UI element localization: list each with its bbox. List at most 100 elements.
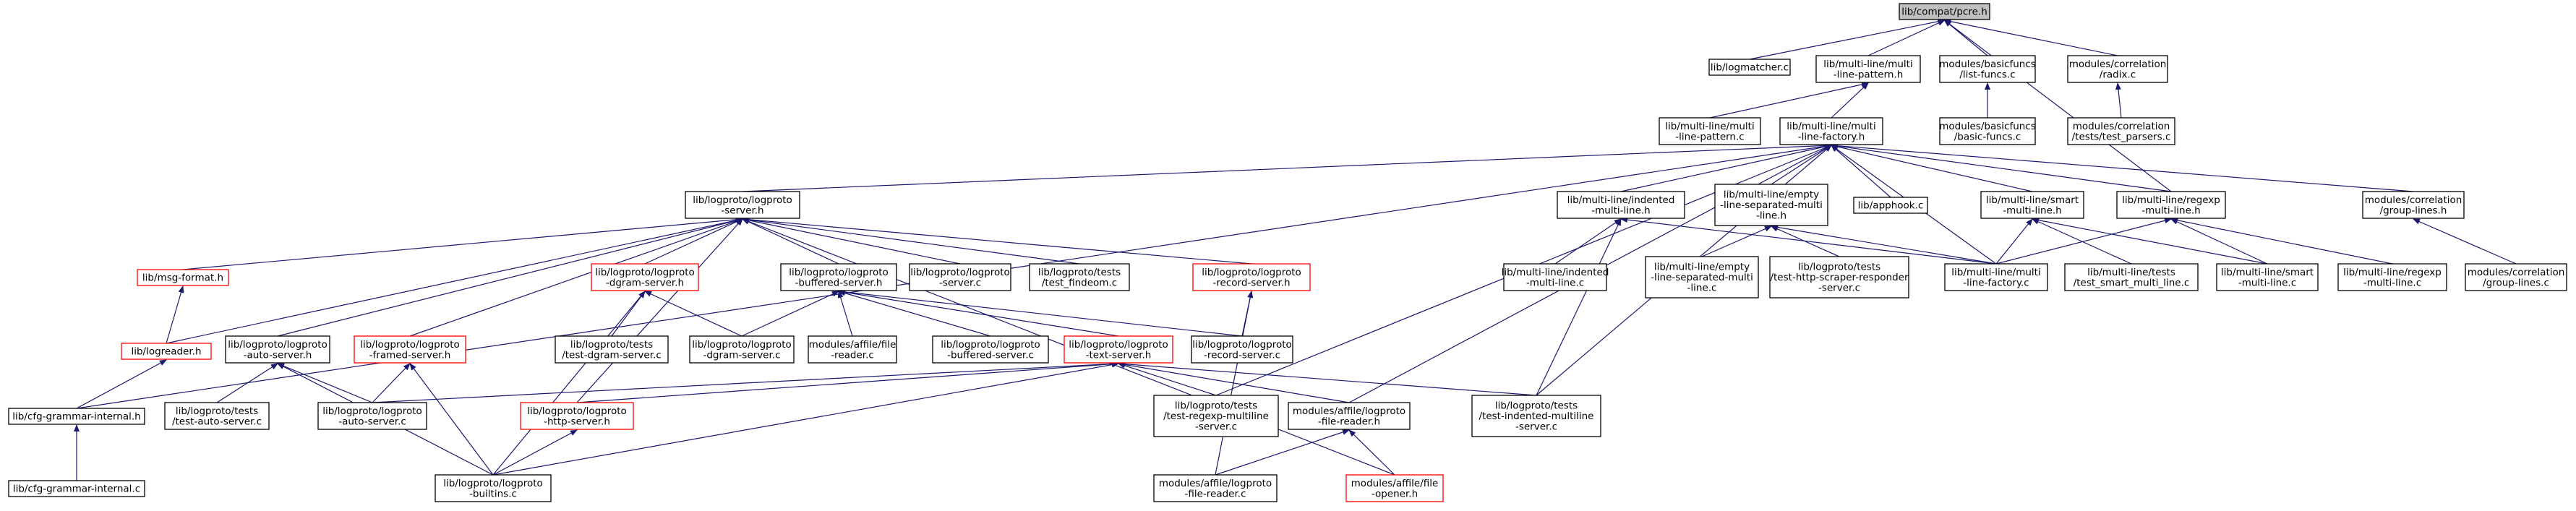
node-box (2064, 263, 2199, 291)
edge-logreader_h-to-lp_server_h (166, 217, 743, 344)
node-label-line: -dgram-server.h (606, 277, 684, 288)
node-scraper[interactable]: lib/logproto/tests/test-http-scraper-res… (1769, 256, 1909, 299)
node-dgram_h[interactable]: lib/logproto/logproto-dgram-server.h (591, 263, 699, 291)
node-msgformat[interactable]: lib/msg-format.h (137, 269, 229, 286)
node-box (591, 263, 699, 291)
node-regexp_c[interactable]: lib/multi-line/regexp-multi-line.c (2337, 263, 2447, 291)
node-label-line: -builtins.c (469, 488, 517, 499)
node-buffered_c[interactable]: lib/logproto/logproto-buffered-server.c (932, 335, 1049, 364)
node-findeom[interactable]: lib/logproto/tests/test_findeom.c (1029, 263, 1130, 291)
node-framed_h[interactable]: lib/logproto/logproto-framed-server.h (354, 335, 466, 364)
node-builtins[interactable]: lib/logproto/logproto-builtins.c (435, 474, 552, 502)
node-label-line: -multi-line.h (1591, 205, 1650, 216)
node-label-line: /test-http-scraper-responder (1770, 272, 1908, 283)
node-record_h[interactable]: lib/logproto/logproto-record-server.h (1192, 263, 1311, 291)
node-dgram_c[interactable]: lib/logproto/logproto-dgram-server.c (689, 335, 795, 364)
node-label-line: -multi-line.h (2003, 205, 2061, 216)
node-apphook[interactable]: lib/apphook.c (1853, 197, 1928, 214)
node-lp_server_c[interactable]: lib/logproto/logproto-server.c (909, 263, 1011, 291)
node-label-line: lib/msg-format.h (142, 272, 223, 284)
node-label-line: -text-server.h (1086, 349, 1152, 361)
node-logmatcher[interactable]: lib/logmatcher.c (1708, 59, 1791, 76)
node-label-line: /group-lines.c (2483, 277, 2549, 288)
edge-regexp_h-to-mlf_h (1831, 143, 2172, 192)
node-affile_reader_c[interactable]: modules/affile/logproto-file-reader.c (1153, 474, 1278, 502)
node-listfuncs[interactable]: modules/basicfuncs/list-funcs.c (1939, 55, 2036, 83)
node-box (932, 335, 1049, 364)
edge-empty_c-to-empty_h (1701, 226, 1772, 257)
node-cfg_internal_c[interactable]: lib/cfg-grammar-internal.c (8, 480, 145, 497)
node-radix[interactable]: modules/correlation/radix.c (2067, 55, 2168, 83)
node-lp_server_h[interactable]: lib/logproto/logproto-server.h (685, 191, 800, 219)
edge-cfg_internal_h-to-logreader_h (76, 359, 167, 409)
node-label-line: -opener.h (1372, 488, 1418, 499)
node-box (520, 402, 634, 430)
node-auto_h[interactable]: lib/logproto/logproto-auto-server.h (225, 335, 330, 364)
node-regexp_test[interactable]: lib/logproto/tests/test-regexp-multiline… (1153, 395, 1279, 437)
node-mlf_c[interactable]: lib/multi-line/multi-line-factory.c (1944, 263, 2048, 291)
node-record_c[interactable]: lib/logproto/logproto-record-server.c (1191, 335, 1293, 364)
node-text_h[interactable]: lib/logproto/logproto-text-server.h (1064, 335, 1173, 364)
node-affile_reader_h[interactable]: modules/affile/logproto-file-reader.h (1288, 402, 1411, 430)
node-pcre[interactable]: lib/compat/pcre.h (1899, 3, 1990, 20)
node-label-line: lib/multi-line/empty (1654, 262, 1750, 273)
node-http_h[interactable]: lib/logproto/logproto-http-server.h (520, 402, 634, 430)
node-label-line: -auto-server.c (338, 416, 406, 427)
node-regexp_h[interactable]: lib/multi-line/regexp-multi-line.h (2116, 191, 2226, 219)
edge-opener-to-affile_reader_h (1348, 429, 1395, 476)
node-box (780, 263, 897, 291)
node-label-line: lib/logproto/logproto (322, 405, 422, 417)
node-indented_h[interactable]: lib/multi-line/indented-multi-line.h (1557, 191, 1685, 219)
node-box (1645, 256, 1759, 299)
node-buffered_h[interactable]: lib/logproto/logproto-buffered-server.h (780, 263, 897, 291)
node-indented_c[interactable]: lib/multi-line/indented-multi-line.c (1502, 263, 1609, 291)
node-logreader_h[interactable]: lib/logreader.h (121, 343, 212, 360)
node-label-line: -file-reader.c (1184, 488, 1246, 499)
node-box (1345, 474, 1444, 502)
edge-record_h-to-lp_server_h (742, 216, 1252, 265)
node-basicfuncs[interactable]: modules/basicfuncs/basic-funcs.c (1939, 117, 2036, 145)
node-label-line: lib/logproto/logproto (1192, 339, 1292, 351)
node-grouplines_c[interactable]: modules/correlation/group-lines.c (2465, 263, 2567, 291)
node-auto_c[interactable]: lib/logproto/logproto-auto-server.c (317, 402, 427, 430)
node-label-line: -record-server.h (1212, 277, 1290, 288)
node-cfg_internal_h[interactable]: lib/cfg-grammar-internal.h (8, 408, 145, 425)
node-indented_test[interactable]: lib/logproto/tests/test-indented-multili… (1471, 395, 1601, 437)
edge-builtins-to-dgram_h (492, 291, 646, 476)
node-mlf_h[interactable]: lib/multi-line/multi-line-factory.h (1779, 117, 1883, 145)
node-testauto[interactable]: lib/logproto/tests/test-auto-server.c (164, 402, 270, 430)
edge-regexp_c-to-regexp_h (2170, 217, 2393, 265)
node-label-line: -multi-line.c (1526, 277, 1584, 288)
node-label-line: lib/multi-line/smart (1986, 194, 2079, 206)
node-smart_h[interactable]: lib/multi-line/smart-multi-line.h (1980, 191, 2084, 219)
node-label-line: lib/multi-line/regexp (2122, 194, 2220, 206)
edge-smart_h-to-mlf_h (1831, 144, 2033, 192)
node-testdgram[interactable]: lib/logproto/tests/test-dgram-server.c (555, 335, 669, 364)
node-label-line: /group-lines.h (2380, 205, 2447, 216)
edge-msgformat-to-lp_server_h (182, 216, 743, 270)
node-smart_c[interactable]: lib/multi-line/smart-multi-line.c (2216, 263, 2319, 291)
edge-affile_reader_c_mod-to-buffered_h (837, 291, 853, 337)
node-box (808, 335, 897, 364)
edge-auto_c-to-text_h (372, 361, 1119, 403)
node-mlp_c[interactable]: lib/multi-line/multi-line-pattern.c (1659, 117, 1761, 145)
node-mlp_h[interactable]: lib/multi-line/multi-line-pattern.h (1815, 55, 1921, 83)
node-label-line: lib/multi-line/smart (2221, 267, 2314, 278)
node-label-line: -server.c (939, 277, 981, 288)
node-smart_test[interactable]: lib/multi-line/tests/test_smart_multi_li… (2064, 263, 2199, 291)
node-grouplines_h[interactable]: modules/correlation/group-lines.h (2362, 191, 2465, 219)
node-empty_c[interactable]: lib/multi-line/empty-line-separated-mult… (1645, 256, 1759, 299)
node-label-line: lib/logproto/logproto (595, 267, 695, 278)
edge-http_h-to-lp_server_h (576, 218, 743, 403)
node-affile_reader_c_mod[interactable]: modules/affile/file-reader.c (808, 335, 897, 364)
node-empty_h[interactable]: lib/multi-line/empty-line-separated-mult… (1714, 184, 1828, 226)
node-box (1557, 191, 1685, 219)
edge-buffered_h-to-lp_server_h (742, 218, 839, 265)
node-testparsers[interactable]: modules/correlation/tests/test_parsers.c (2067, 117, 2175, 145)
node-opener[interactable]: modules/affile/file-opener.h (1345, 474, 1444, 502)
edge-mlf_c-to-regexp_h (1995, 218, 2172, 265)
edge-radix-to-pcre (1943, 18, 2118, 56)
edge-affile_reader_h-to-text_h (1118, 361, 1350, 403)
node-box (8, 408, 145, 425)
node-label-line: lib/logproto/logproto (443, 478, 543, 489)
